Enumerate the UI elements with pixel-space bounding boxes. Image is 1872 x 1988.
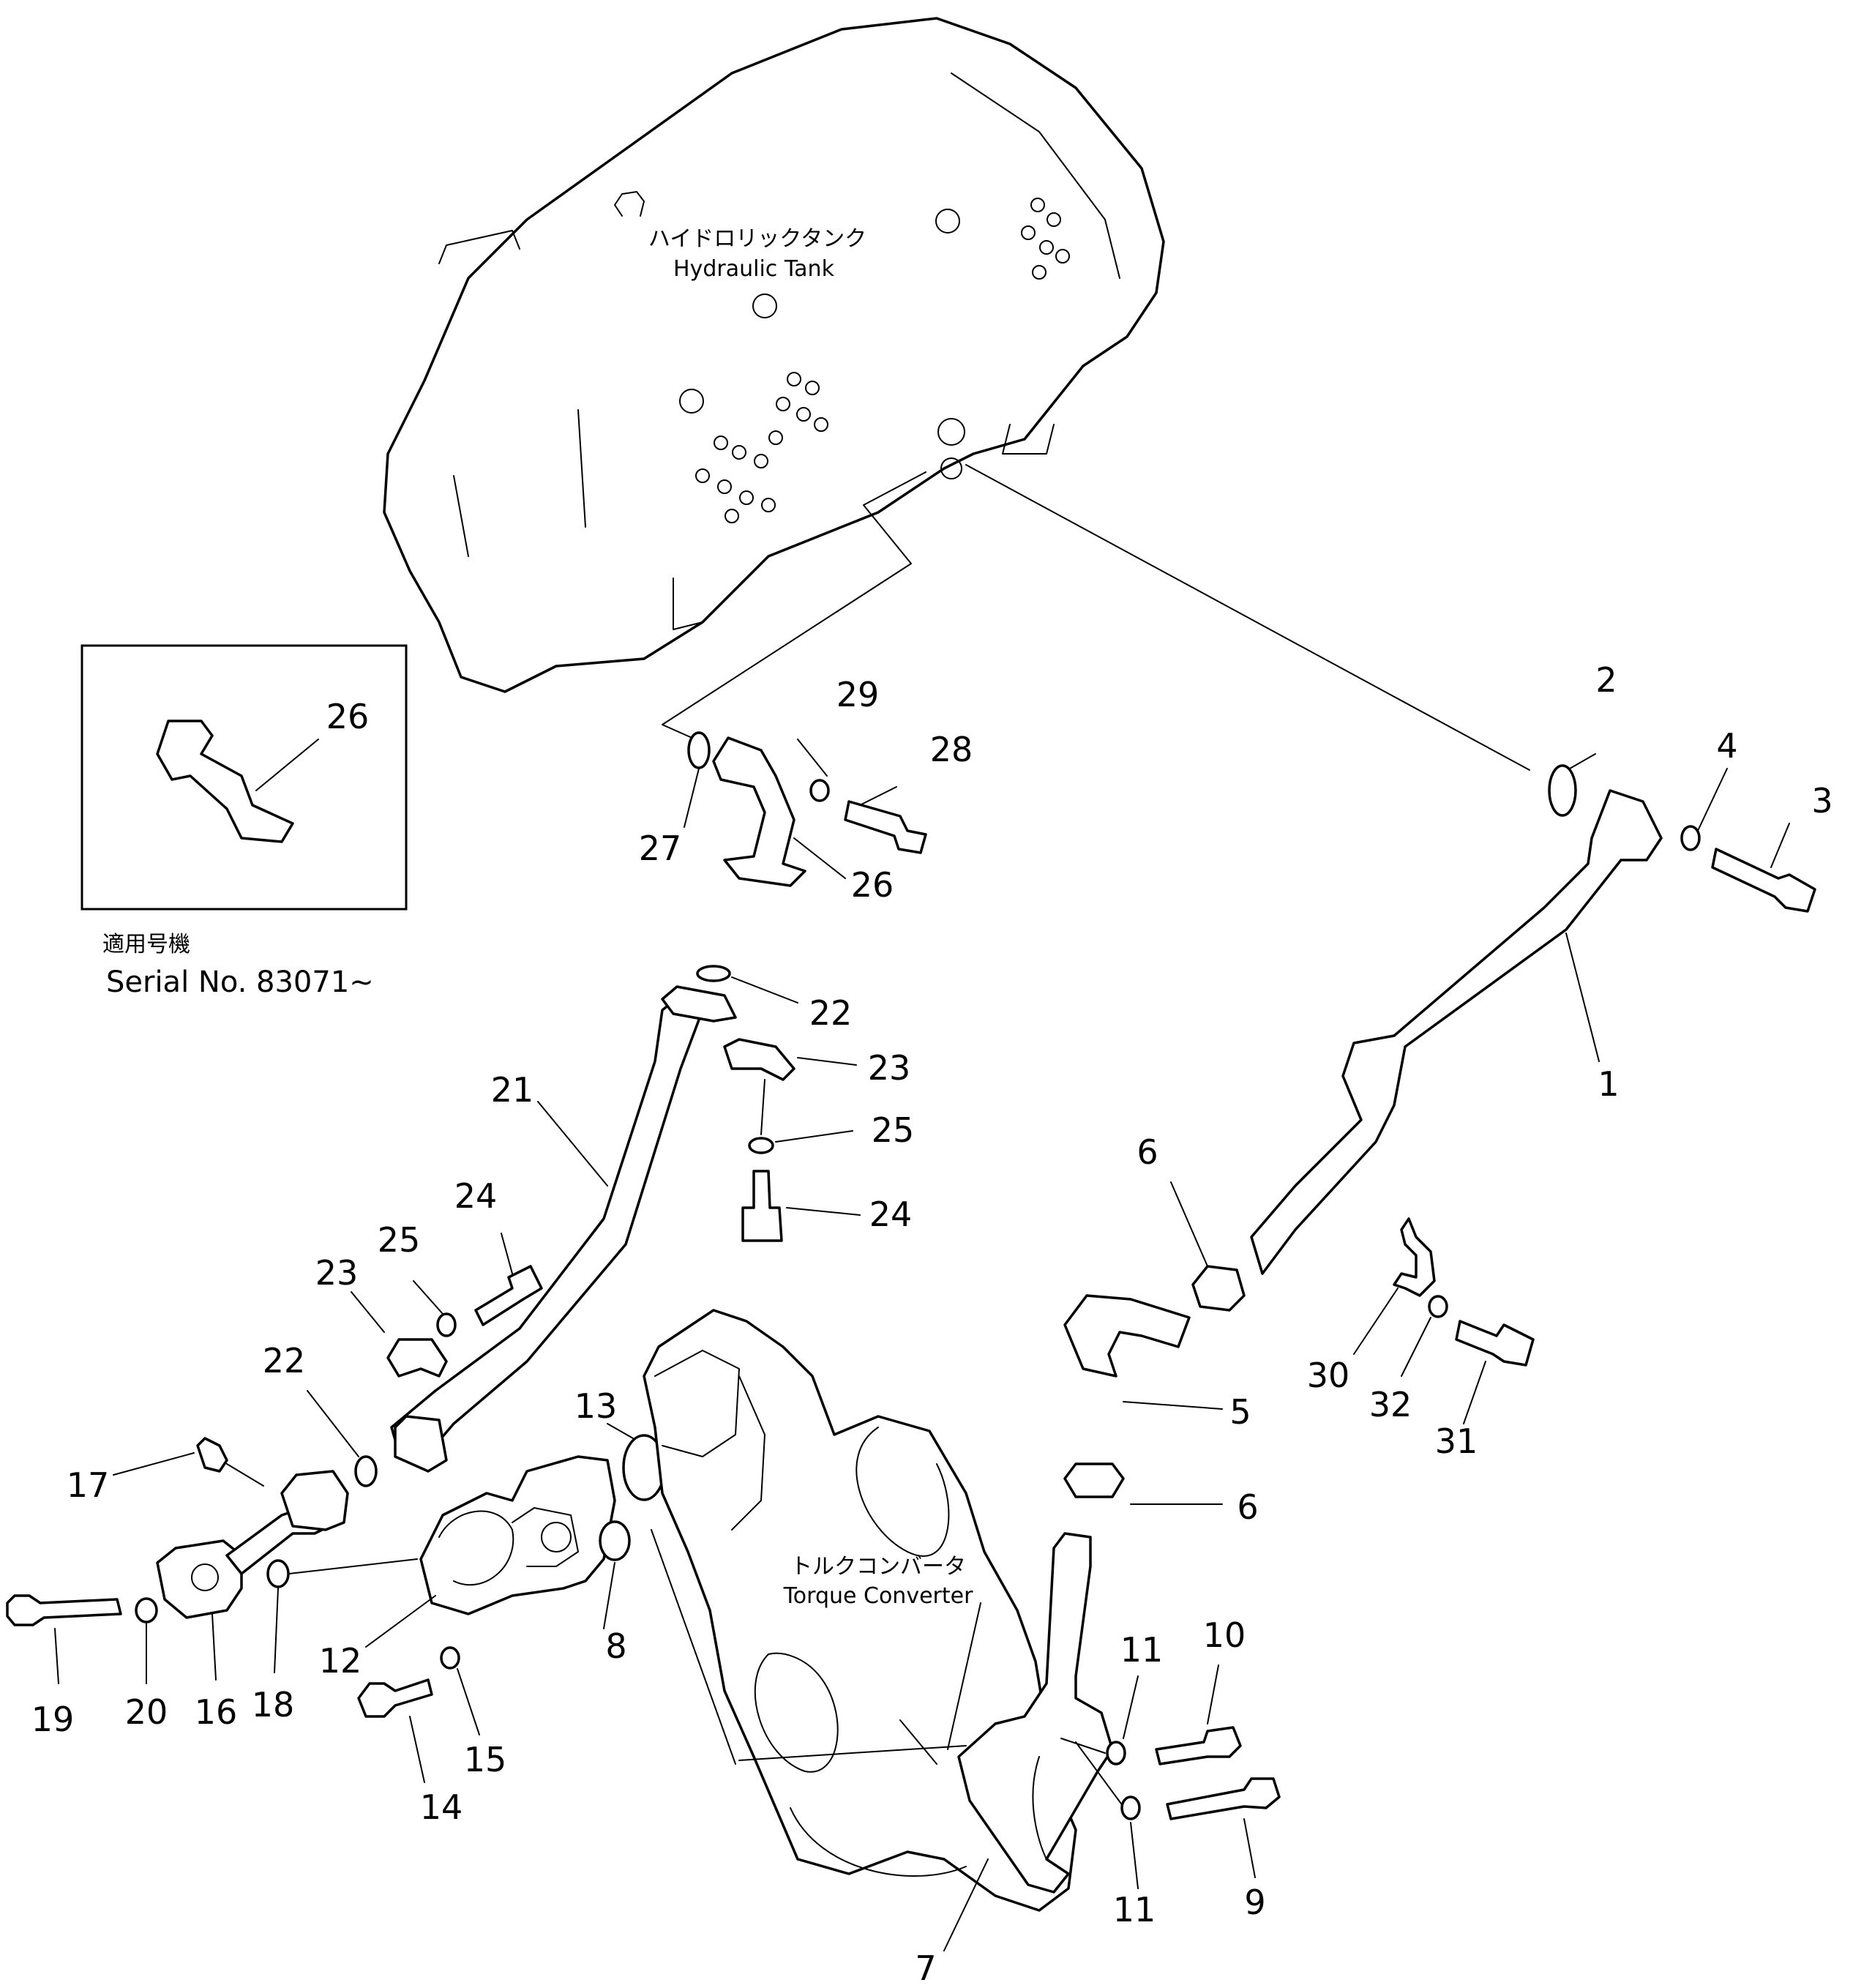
o-ring-27 — [687, 731, 711, 769]
clamp-23-upper — [723, 1038, 795, 1081]
callout-22-lower: 22 — [263, 1341, 306, 1380]
callout-19: 19 — [31, 1700, 75, 1739]
tank-label-ja: ハイドロリックタンク — [648, 226, 866, 252]
callout-3: 3 — [1811, 781, 1832, 821]
flange-16-top — [280, 1470, 349, 1531]
callout-11-upper: 11 — [1120, 1630, 1164, 1670]
pump-12 — [419, 1455, 616, 1615]
callout-6-upper: 6 — [1137, 1132, 1158, 1172]
callout-22-upper: 22 — [809, 993, 853, 1033]
pipe-1 — [1250, 789, 1663, 1275]
callout-30: 30 — [1307, 1356, 1350, 1395]
callout-14: 14 — [420, 1787, 463, 1827]
callout-10: 10 — [1203, 1615, 1246, 1655]
guide-line-tank-to-2 — [965, 464, 1530, 771]
callout-26: 26 — [851, 865, 894, 905]
clamp-30 — [1393, 1217, 1436, 1297]
callout-4: 4 — [1716, 726, 1737, 766]
bolt-28 — [844, 800, 927, 854]
hose-5 — [1063, 1294, 1191, 1378]
washer-32 — [1428, 1295, 1448, 1318]
washer-20 — [135, 1597, 158, 1623]
bolt-14 — [357, 1678, 433, 1718]
washer-15 — [440, 1646, 460, 1670]
callout-28: 28 — [930, 730, 973, 769]
o-ring-8 — [599, 1520, 631, 1561]
bolt-19 — [6, 1594, 122, 1626]
washer-29 — [809, 779, 830, 802]
callout-7: 7 — [915, 1948, 936, 1988]
bolt-31 — [1455, 1320, 1535, 1367]
callout-26-inset: 26 — [326, 697, 370, 736]
callout-20: 20 — [125, 1692, 168, 1732]
inset-pipe-26 — [156, 720, 294, 843]
inset-box: 26 適用号機 Serial No. 83071~ — [81, 644, 408, 999]
clamp-6-upper — [1191, 1265, 1246, 1312]
pipe-26 — [712, 736, 806, 887]
callout-9: 9 — [1244, 1883, 1265, 1922]
washer-11-lower — [1120, 1795, 1141, 1820]
callout-1: 1 — [1598, 1064, 1619, 1104]
tank-label-en: Hydraulic Tank — [673, 256, 835, 282]
o-ring-22-upper — [696, 965, 731, 982]
tank-label: ハイドロリックタンク Hydraulic Tank — [648, 226, 866, 282]
bolt-10 — [1155, 1726, 1242, 1765]
callout-8: 8 — [605, 1626, 626, 1666]
callout-31: 31 — [1435, 1421, 1478, 1461]
flange-21-upper — [661, 985, 737, 1023]
flange-21-lower — [394, 1415, 448, 1473]
bolt-3 — [1711, 848, 1816, 913]
callout-29: 29 — [836, 675, 880, 714]
callout-25-lower: 25 — [378, 1220, 421, 1260]
o-ring-2 — [1548, 764, 1577, 817]
bolt-24-upper — [741, 1170, 783, 1242]
bolt-24-lower — [474, 1265, 543, 1326]
washer-25-upper — [748, 1137, 774, 1154]
converter-label-ja: トルクコンバータ — [790, 1554, 966, 1580]
callout-numbers: 2 4 3 1 29 28 27 26 22 23 21 25 24 24 25… — [31, 660, 1833, 1988]
callout-2: 2 — [1595, 660, 1617, 700]
inset-label-en: Serial No. 83071~ — [106, 965, 374, 999]
flange-16 — [156, 1539, 243, 1619]
callout-16: 16 — [195, 1692, 238, 1732]
callout-23-upper: 23 — [868, 1048, 911, 1088]
callout-32: 32 — [1369, 1385, 1412, 1424]
clamp-6-lower — [1063, 1462, 1125, 1498]
callout-6-lower: 6 — [1237, 1487, 1258, 1527]
callout-25-upper: 25 — [872, 1110, 915, 1150]
o-ring-18 — [266, 1559, 290, 1588]
converter-label-en: Torque Converter — [783, 1583, 974, 1609]
o-ring-22-lower — [354, 1455, 378, 1487]
callout-27: 27 — [639, 829, 682, 868]
inset-label-ja: 適用号機 — [102, 932, 190, 957]
washer-25-lower — [436, 1312, 457, 1337]
callout-24-lower: 24 — [454, 1176, 498, 1216]
converter-label: トルクコンバータ Torque Converter — [783, 1554, 974, 1609]
guide-line-tank-to-27 — [662, 471, 926, 740]
callout-11-lower: 11 — [1113, 1890, 1156, 1929]
callout-13: 13 — [574, 1386, 618, 1426]
callout-5: 5 — [1229, 1392, 1251, 1432]
washer-4 — [1680, 825, 1701, 851]
callout-23-lower: 23 — [315, 1253, 359, 1293]
clamp-23-lower — [386, 1338, 448, 1378]
callout-18: 18 — [252, 1685, 295, 1724]
callout-17: 17 — [67, 1465, 110, 1505]
fitting-17 — [196, 1437, 228, 1473]
callout-15: 15 — [464, 1740, 507, 1779]
bolt-9 — [1166, 1777, 1281, 1820]
washer-11-upper — [1106, 1741, 1126, 1765]
hydraulic-tank — [383, 17, 1165, 693]
callout-21: 21 — [491, 1070, 534, 1110]
callout-24-upper: 24 — [869, 1195, 913, 1234]
callout-12: 12 — [319, 1641, 362, 1681]
